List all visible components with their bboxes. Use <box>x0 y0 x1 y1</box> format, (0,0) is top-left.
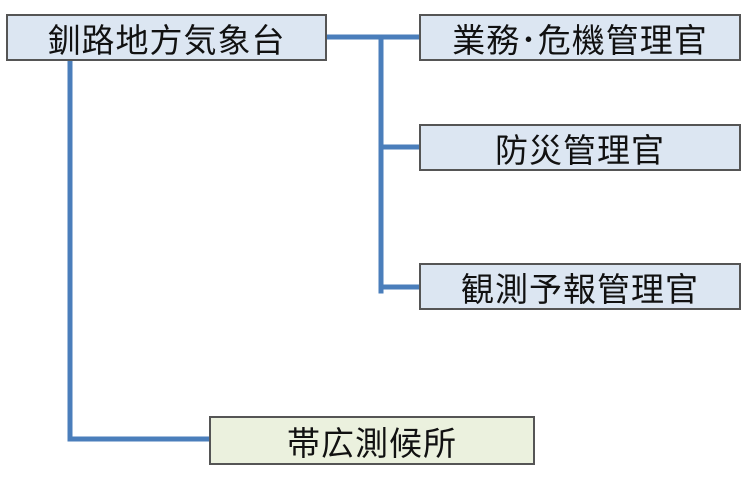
manager-box-gyomu: 業務･危機管理官 <box>419 14 741 61</box>
branch-office-box: 帯広測候所 <box>209 416 535 465</box>
manager-label-kansoku: 観測予報管理官 <box>461 269 699 309</box>
root-office-box: 釧路地方気象台 <box>6 14 327 61</box>
branch-office-label: 帯広測候所 <box>287 423 457 463</box>
manager-label-gyomu: 業務･危機管理官 <box>452 20 708 60</box>
root-office-label: 釧路地方気象台 <box>47 20 286 60</box>
manager-box-kansoku: 観測予報管理官 <box>419 263 741 310</box>
manager-label-bosai: 防災管理官 <box>495 130 665 170</box>
manager-box-bosai: 防災管理官 <box>419 124 741 171</box>
